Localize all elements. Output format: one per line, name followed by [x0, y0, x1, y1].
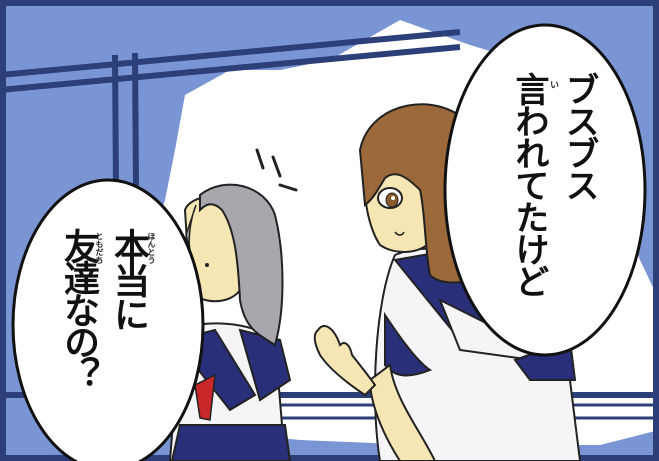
surprise-lines — [255, 148, 298, 192]
bubble-right-ruby-ii: い — [548, 80, 558, 89]
bubble-left-line1: 本当に — [108, 228, 149, 330]
bubble-right-line2: 言われてたけど — [509, 72, 549, 296]
bubble-left-line2: 友達なの？ — [58, 228, 99, 388]
speech-bubble-left — [11, 178, 205, 461]
bubble-left-ruby-tomodachi: ともだち — [95, 232, 104, 264]
speech-bubble-right — [443, 23, 647, 357]
bubble-right-line1: ブスブス — [559, 72, 599, 200]
bubble-left-ruby-hontou: ほんとう — [147, 232, 156, 264]
